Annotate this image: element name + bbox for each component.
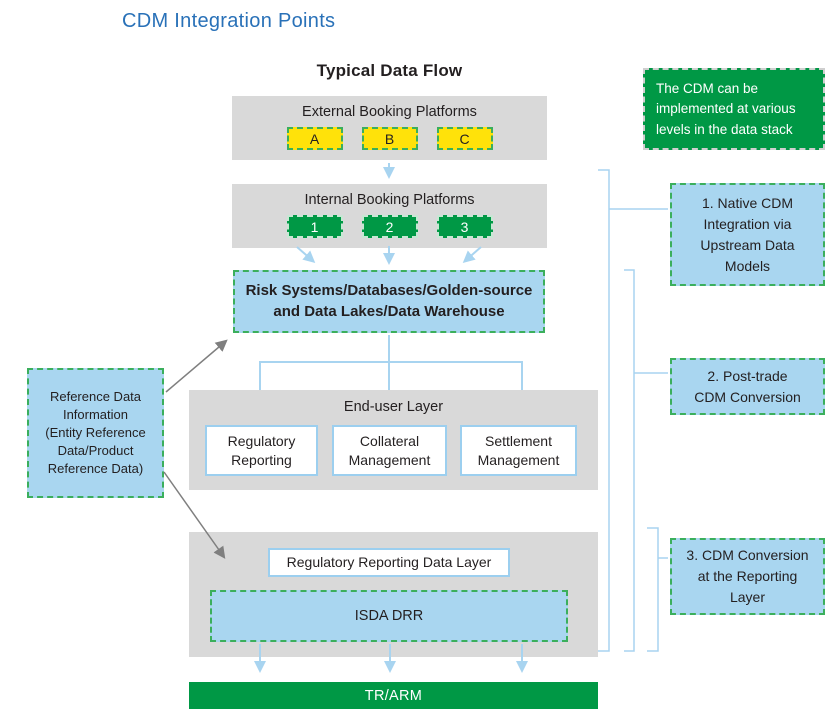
regulatory-reporting-data-layer-box: Regulatory Reporting Data Layer xyxy=(268,548,510,577)
integration-point-3-line-2: at the Reporting xyxy=(697,568,798,584)
tree-connector-risk-to-enduser xyxy=(259,335,523,390)
isda-drr-box: ISDA DRR xyxy=(210,590,568,642)
external-platform-row: A B C xyxy=(232,127,547,150)
external-platform-b: B xyxy=(361,127,418,150)
page-title: CDM Integration Points xyxy=(122,10,336,32)
risk-systems-line-1: Risk Systems/Databases/Golden-source xyxy=(245,282,533,300)
end-user-layer-label: End-user Layer xyxy=(343,399,444,415)
annotation-line-1: The CDM can be xyxy=(656,81,759,96)
integration-point-3-box: 3. CDM Conversion at the Reporting Layer xyxy=(670,538,825,615)
reference-data-line-3: (Entity Reference xyxy=(45,424,146,440)
internal-platform-row: 1 2 3 xyxy=(232,215,547,238)
internal-booking-panel: Internal Booking Platforms 1 2 3 xyxy=(232,184,547,248)
bracket-integration-point-2 xyxy=(624,269,668,652)
external-platform-c: C xyxy=(436,127,493,150)
cdm-annotation-box: The CDM can be implemented at various le… xyxy=(643,68,825,150)
bracket-integration-point-1 xyxy=(598,169,668,652)
internal-platform-2: 2 xyxy=(361,215,418,238)
integration-point-2-line-1: 2. Post-trade xyxy=(707,367,788,384)
end-user-layer-panel: End-user Layer Regulatory Reporting Coll… xyxy=(189,390,598,490)
risk-systems-box: Risk Systems/Databases/Golden-source and… xyxy=(233,270,545,333)
flow-diagram-title: Typical Data Flow xyxy=(316,61,463,80)
integration-point-3-line-3: Layer xyxy=(729,589,766,605)
reference-data-line-4: Data/Product xyxy=(57,443,134,459)
internal-platform-3: 3 xyxy=(436,215,493,238)
end-user-item-collateral-management: Collateral Management xyxy=(332,425,447,476)
annotation-line-3: levels in the data stack xyxy=(656,121,793,137)
end-user-item-settlement-management: Settlement Management xyxy=(460,425,577,476)
end-user-item-regulatory-reporting: Regulatory Reporting xyxy=(205,425,318,476)
integration-point-1-line-2: Integration via xyxy=(703,215,792,232)
integration-point-1-box: 1. Native CDM Integration via Upstream D… xyxy=(670,183,825,286)
arrow-reference-to-risk-icon xyxy=(165,339,228,393)
reference-data-line-1: Reference Data xyxy=(49,388,142,404)
annotation-line-2: implemented at various xyxy=(656,101,796,117)
integration-point-2-line-2: CDM Conversion xyxy=(694,388,801,405)
external-booking-label: External Booking Platforms xyxy=(302,104,477,120)
arrow-internal-1-to-risk-icon xyxy=(296,246,316,263)
reference-data-line-5: Reference Data) xyxy=(47,461,144,477)
reporting-layer-panel: Regulatory Reporting Data Layer ISDA DRR xyxy=(189,532,598,657)
integration-point-2-box: 2. Post-trade CDM Conversion xyxy=(670,358,825,415)
integration-point-1-line-3: Upstream Data xyxy=(700,236,795,253)
integration-point-3-line-1: 3. CDM Conversion xyxy=(686,547,809,563)
risk-systems-line-2: and Data Lakes/Data Warehouse xyxy=(273,302,505,320)
external-booking-panel: External Booking Platforms A B C xyxy=(232,96,547,160)
internal-platform-1: 1 xyxy=(286,215,343,238)
reference-data-box: Reference Data Information (Entity Refer… xyxy=(27,368,164,498)
integration-point-1-line-1: 1. Native CDM xyxy=(701,194,794,211)
internal-booking-label: Internal Booking Platforms xyxy=(304,192,475,208)
integration-point-1-line-4: Models xyxy=(724,257,771,274)
bracket-integration-point-3 xyxy=(647,527,668,652)
tr-arm-bar: TR/ARM xyxy=(189,682,598,709)
reference-data-line-2: Information xyxy=(62,406,129,422)
external-platform-a: A xyxy=(286,127,343,150)
arrow-internal-3-to-risk-icon xyxy=(462,246,482,263)
